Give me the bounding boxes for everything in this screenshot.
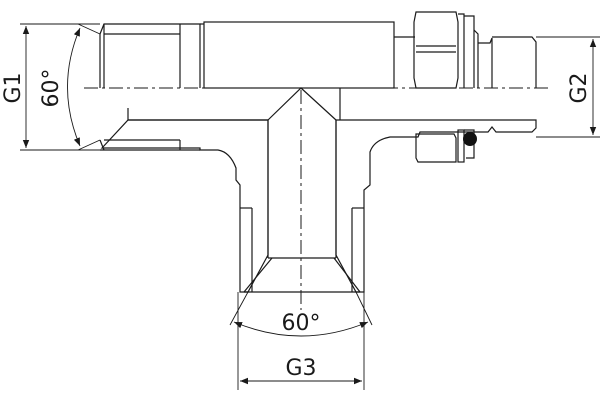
dimension-g3: G3 [237, 292, 365, 390]
nut-section [415, 129, 477, 163]
g2-label: G2 [567, 72, 592, 103]
dimension-g1: G1 [1, 23, 100, 151]
body-section [99, 87, 537, 293]
body-upper [99, 11, 537, 89]
angle-left: 60° [39, 23, 101, 151]
o-ring [463, 132, 477, 146]
g1-label: G1 [1, 72, 26, 103]
g3-label: G3 [285, 356, 316, 381]
dimension-g2: G2 [536, 36, 600, 138]
angle-left-label: 60° [39, 69, 64, 108]
angle-bottom: 60° [229, 291, 373, 337]
angle-bottom-label: 60° [282, 311, 321, 336]
